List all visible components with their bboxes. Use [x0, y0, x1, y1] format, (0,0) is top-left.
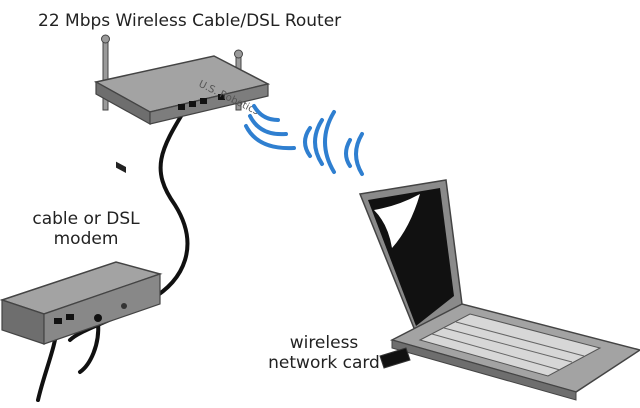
laptop-front-edge: [391, 339, 577, 401]
laptop-icon: [358, 179, 640, 401]
modem-label: cable or DSL modem: [6, 209, 166, 249]
modem-icon: [0, 261, 163, 345]
network-card-label-line2: network card: [268, 352, 380, 373]
modem-label-line2: modem: [53, 228, 119, 249]
router-side: [149, 83, 269, 125]
modem-side: [43, 273, 161, 345]
modem-port-2: [66, 314, 74, 320]
laptop-keyboard: [418, 313, 602, 377]
router-port-1: [178, 104, 185, 110]
router-icon: U.S. Robotics: [93, 34, 271, 173]
wireless-signal-icon: [244, 104, 364, 176]
ethernet-cable-icon: [36, 106, 190, 402]
network-card-label: wireless network card: [264, 333, 384, 373]
wireless-network-card: [379, 347, 411, 369]
modem-label-line1: cable or DSL: [32, 209, 140, 229]
router-port-3: [200, 98, 207, 104]
modem-power-cable: [78, 320, 101, 374]
network-card-label-line1: wireless: [289, 333, 359, 353]
router-title: 22 Mbps Wireless Cable/DSL Router: [38, 11, 342, 31]
modem-power-jack: [94, 314, 102, 322]
router-port-2: [189, 101, 196, 107]
router-port-wan: [218, 94, 225, 100]
modem-port-1: [54, 318, 62, 324]
